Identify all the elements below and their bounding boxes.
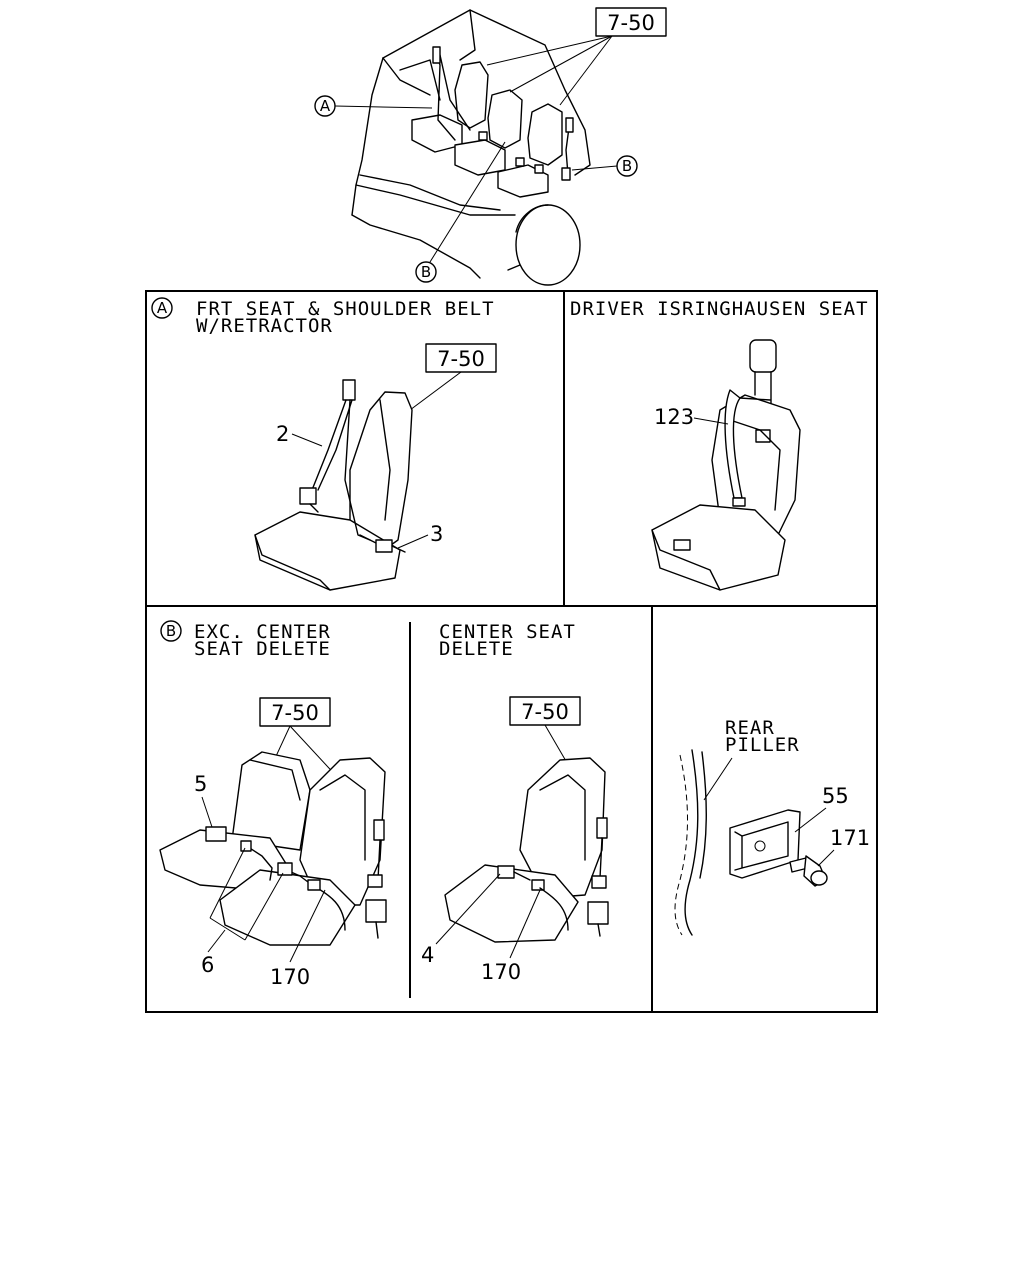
panel-exc-center: B EXC. CENTER SEAT DELETE 7-50 5 <box>159 620 387 989</box>
svg-text:A: A <box>320 97 331 115</box>
panel-frames <box>145 290 878 1013</box>
center-delete-title-1: CENTER SEAT <box>439 621 576 643</box>
part-170-label-center: 170 <box>481 960 521 984</box>
ref-label-frt-seat: 7-50 <box>437 347 485 371</box>
part-3-label: 3 <box>430 522 443 546</box>
part-2-label: 2 <box>276 422 289 446</box>
exc-center-title-2: SEAT DELETE <box>194 638 331 660</box>
part-6-label: 6 <box>201 953 214 977</box>
part-5-label: 5 <box>194 772 207 796</box>
callout-b-label: B <box>166 622 176 640</box>
cab-overview-illustration <box>351 9 591 286</box>
ref-label-exc-center: 7-50 <box>271 701 319 725</box>
exc-center-title-1: EXC. CENTER <box>194 621 331 643</box>
svg-text:B: B <box>421 263 431 281</box>
part-171-label: 171 <box>830 826 870 850</box>
panel-center-delete: CENTER SEAT DELETE 7-50 4 170 <box>421 621 609 984</box>
callout-b-overview-bottom: B <box>415 141 506 283</box>
panel-driver-seat: DRIVER ISRINGHAUSEN SEAT 123 <box>570 298 869 591</box>
part-123-label: 123 <box>654 405 694 429</box>
panel-rear-pillar: REAR PILLER 55 171 <box>674 717 870 936</box>
center-delete-title-2: DELETE <box>439 638 514 660</box>
ref-box-overview: 7-50 <box>486 7 667 106</box>
rear-pillar-label-2: PILLER <box>725 734 800 756</box>
frt-seat-title-2: W/RETRACTOR <box>196 315 333 337</box>
frt-seat-title-1: FRT SEAT & SHOULDER BELT <box>196 298 495 320</box>
driver-seat-title: DRIVER ISRINGHAUSEN SEAT <box>570 298 869 320</box>
part-4-label: 4 <box>421 943 434 967</box>
ref-label-overview: 7-50 <box>607 11 655 35</box>
callout-b-overview-right: B <box>571 155 638 177</box>
rear-pillar-label-1: REAR <box>725 717 775 739</box>
part-170-label-exc: 170 <box>270 965 310 989</box>
callout-a-label: A <box>157 299 168 317</box>
part-55-label: 55 <box>822 784 849 808</box>
ref-label-center-delete: 7-50 <box>521 700 569 724</box>
panel-frt-seat: A FRT SEAT & SHOULDER BELT W/RETRACTOR 7… <box>151 297 497 591</box>
svg-text:B: B <box>622 157 632 175</box>
callout-a-overview: A <box>314 95 433 117</box>
